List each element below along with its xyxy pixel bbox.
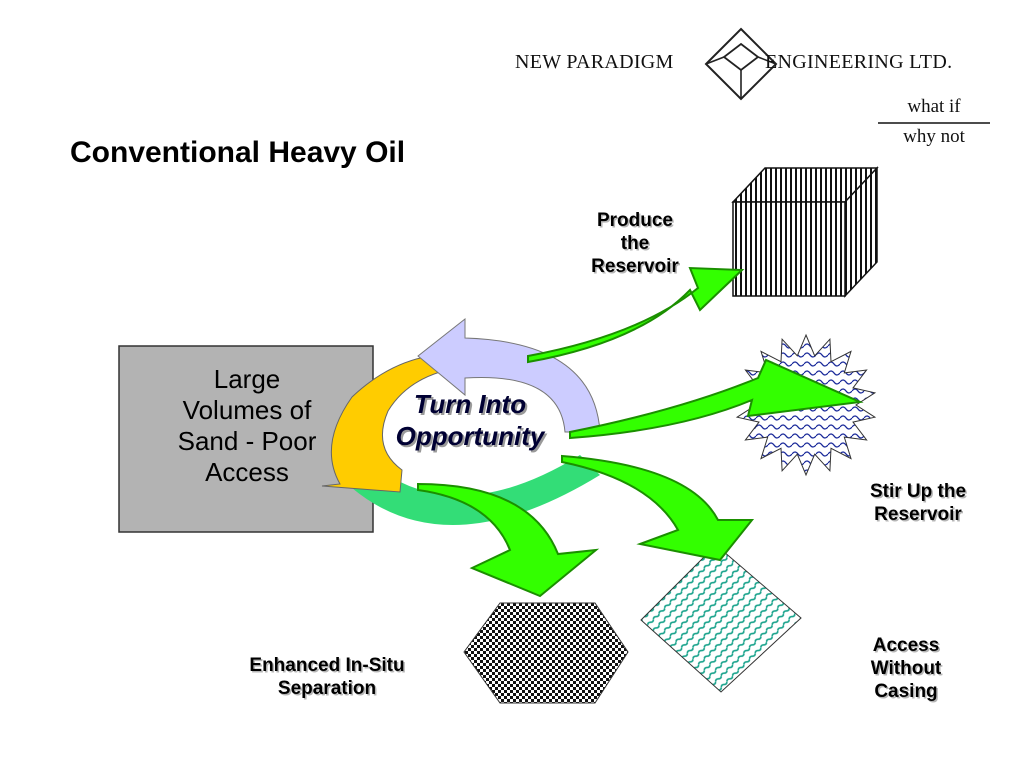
label-line: Stir Up the <box>869 481 967 502</box>
cycle-yellow-segment <box>321 355 441 493</box>
label-line: Access <box>872 635 940 656</box>
source-line: Sand - Poor <box>177 426 317 456</box>
center-line: Opportunity <box>395 421 545 451</box>
tagline-bottom: why not <box>903 126 965 147</box>
label-line: Reservoir <box>591 256 679 277</box>
striped-diamond-icon <box>640 544 802 693</box>
center-label: Turn Into Opportunity <box>350 388 590 452</box>
source-line: Volumes of <box>182 395 312 425</box>
label-stir-reservoir: Stir Up the Reservoir <box>848 480 988 526</box>
source-box-text: Large Volumes of Sand - Poor Access <box>122 364 372 488</box>
label-line: the <box>620 233 650 254</box>
label-line: Enhanced In-Situ <box>249 655 405 676</box>
hatched-cube-icon <box>731 166 879 298</box>
arrow-to-access <box>561 454 755 562</box>
brand-name-right: ENGINEERING LTD. <box>765 51 953 73</box>
label-access-without-casing: Access Without Casing <box>842 634 970 703</box>
source-line: Access <box>205 457 289 487</box>
label-enhanced-insitu: Enhanced In-Situ Separation <box>212 654 442 700</box>
brand-name-left: NEW PARADIGM <box>515 51 674 73</box>
tagline-top: what if <box>907 96 961 117</box>
center-line: Turn Into <box>413 389 527 419</box>
source-line: Large <box>213 364 281 394</box>
label-line: Reservoir <box>874 504 962 525</box>
logo-diamond-icon <box>704 27 778 101</box>
arrow-to-insitu <box>417 482 600 598</box>
label-line: Casing <box>874 681 938 702</box>
page-title: Conventional Heavy Oil <box>70 136 406 169</box>
cycle-green-segment <box>352 455 600 525</box>
arrow-to-stir <box>569 358 864 440</box>
arrow-to-produce <box>527 266 745 364</box>
label-line: Separation <box>277 678 377 699</box>
label-line: Produce <box>596 210 674 231</box>
label-produce-reservoir: Produce the Reservoir <box>570 209 700 278</box>
label-line: Without <box>870 658 942 679</box>
checkered-hexagon-icon <box>463 602 629 704</box>
